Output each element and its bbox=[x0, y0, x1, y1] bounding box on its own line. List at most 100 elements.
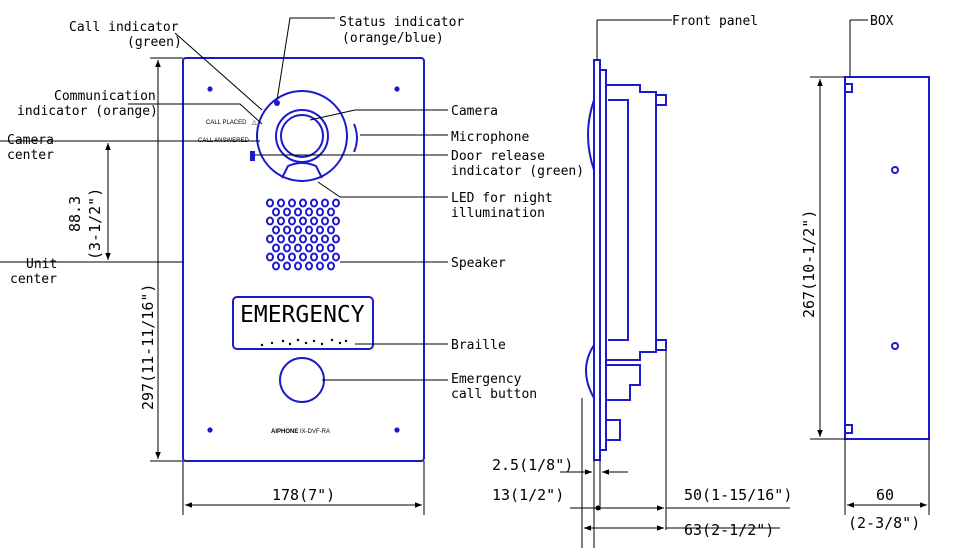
door-release-label: Door release bbox=[451, 149, 545, 164]
speaker-hole bbox=[283, 243, 291, 253]
speaker-hole bbox=[266, 234, 274, 244]
box-width-inch: (2-3/8") bbox=[848, 514, 920, 532]
braille-dot bbox=[288, 342, 292, 346]
width-dimension: 178(7") bbox=[272, 486, 335, 504]
braille-dot bbox=[304, 341, 308, 345]
call-indicator-sub: (green) bbox=[127, 35, 182, 50]
box-view bbox=[810, 19, 930, 515]
speaker-hole bbox=[310, 216, 318, 226]
door-release-sub: indicator (green) bbox=[451, 164, 584, 179]
height-dimension: 297(11-11/16") bbox=[139, 284, 157, 410]
speaker-hole bbox=[299, 198, 307, 208]
offset-dimension: 88.3 bbox=[66, 196, 84, 232]
camera-lens bbox=[280, 114, 324, 158]
speaker-hole bbox=[316, 261, 324, 271]
braille-dot bbox=[260, 343, 264, 347]
speaker-hole bbox=[305, 243, 313, 253]
speaker-hole bbox=[277, 234, 285, 244]
status-indicator-dot bbox=[274, 100, 280, 106]
speaker-hole bbox=[321, 252, 329, 262]
model-text: IX-DVF-RA bbox=[300, 429, 330, 435]
speaker-hole bbox=[305, 207, 313, 217]
speaker-hole bbox=[288, 198, 296, 208]
speaker-hole bbox=[283, 225, 291, 235]
speaker-hole bbox=[310, 198, 318, 208]
speaker-hole bbox=[272, 225, 280, 235]
braille-dot bbox=[330, 338, 334, 342]
camera-label: Camera bbox=[451, 104, 498, 119]
speaker-hole bbox=[305, 225, 313, 235]
speaker-hole bbox=[288, 216, 296, 226]
box-height-dimension: 267(10-1/2") bbox=[800, 210, 818, 318]
speaker-hole bbox=[310, 234, 318, 244]
braille-dot bbox=[281, 339, 285, 343]
speaker-hole bbox=[283, 261, 291, 271]
braille-dot bbox=[270, 341, 274, 345]
braille-dot bbox=[344, 339, 348, 343]
braille-label: Braille bbox=[451, 338, 506, 353]
speaker-hole bbox=[321, 198, 329, 208]
microphone-slot bbox=[353, 123, 358, 153]
brand-logo-text: AIPHONE bbox=[271, 429, 298, 435]
led-label: LED for night bbox=[451, 191, 553, 206]
speaker-hole bbox=[327, 243, 335, 253]
speaker-hole bbox=[327, 261, 335, 271]
speaker-hole bbox=[299, 234, 307, 244]
side-view bbox=[560, 19, 790, 548]
speaker-hole bbox=[310, 252, 318, 262]
speaker-hole bbox=[277, 252, 285, 262]
speaker-label: Speaker bbox=[451, 256, 506, 271]
speaker-hole bbox=[316, 243, 324, 253]
speaker-hole bbox=[266, 216, 274, 226]
emergency-label: EMERGENCY bbox=[240, 302, 365, 328]
status-indicator-sub: (orange/blue) bbox=[342, 31, 444, 46]
braille-dot bbox=[296, 338, 300, 342]
camera-center-sub: center bbox=[7, 148, 54, 163]
speaker-hole bbox=[272, 207, 280, 217]
led-window bbox=[281, 162, 323, 179]
depth-dim-2: 13(1/2") bbox=[492, 486, 564, 504]
speaker-hole bbox=[299, 216, 307, 226]
speaker-hole bbox=[283, 207, 291, 217]
speaker-hole bbox=[321, 234, 329, 244]
speaker-hole bbox=[316, 225, 324, 235]
braille-dot bbox=[338, 341, 342, 345]
braille-dot bbox=[312, 339, 316, 343]
call-indicator-label: Call indicator bbox=[69, 20, 179, 35]
emergency-button-sub: call button bbox=[451, 387, 537, 402]
speaker-hole bbox=[294, 225, 302, 235]
unit-center-sub: center bbox=[10, 272, 57, 287]
speaker-hole bbox=[288, 234, 296, 244]
communication-indicator-sub: indicator (orange) bbox=[17, 104, 158, 119]
speaker-hole bbox=[332, 234, 340, 244]
speaker-hole bbox=[332, 216, 340, 226]
front-panel-profile bbox=[593, 59, 601, 461]
box-outline bbox=[844, 76, 930, 440]
braille-dot bbox=[320, 342, 324, 346]
speaker-hole bbox=[288, 252, 296, 262]
speaker-hole bbox=[299, 252, 307, 262]
speaker-hole bbox=[327, 225, 335, 235]
offset-dimension-inch: (3-1/2") bbox=[86, 188, 104, 260]
front-panel-outline bbox=[182, 57, 425, 462]
camera-center-label: Camera bbox=[7, 133, 54, 148]
depth-dim-4: 63(2-1/2") bbox=[684, 521, 774, 539]
box-hole bbox=[891, 342, 899, 350]
speaker-grille bbox=[266, 198, 340, 271]
emergency-plate bbox=[232, 296, 374, 350]
speaker-hole bbox=[294, 261, 302, 271]
screw-hole bbox=[394, 86, 400, 92]
speaker-hole bbox=[266, 198, 274, 208]
screw-hole bbox=[207, 427, 213, 433]
communication-indicator-label: Communication bbox=[54, 89, 156, 104]
front-view: CALL PLACED CALL ANSWERED △ EMERGENCY AI… bbox=[0, 17, 448, 515]
box-label: BOX bbox=[870, 14, 894, 29]
screw-hole bbox=[207, 86, 213, 92]
speaker-hole bbox=[327, 207, 335, 217]
speaker-hole bbox=[272, 261, 280, 271]
speaker-hole bbox=[277, 198, 285, 208]
door-release-indicator bbox=[250, 151, 255, 161]
emergency-call-button[interactable] bbox=[279, 357, 325, 403]
status-indicator-label: Status indicator bbox=[339, 15, 464, 30]
